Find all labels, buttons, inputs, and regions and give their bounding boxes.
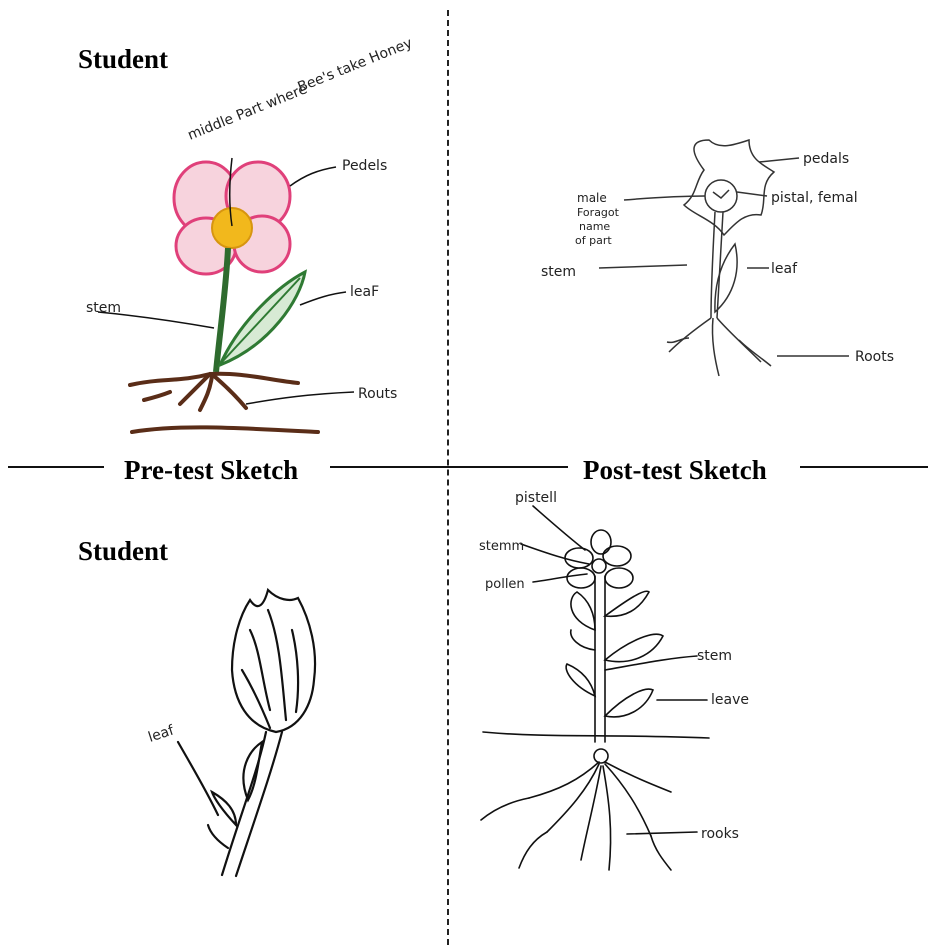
horizontal-rule-middle — [330, 466, 568, 468]
bud-outline — [232, 590, 315, 732]
plant-ground-line — [483, 732, 709, 738]
label-pollen: pollen — [485, 577, 525, 592]
plant-leaves — [566, 591, 663, 717]
label-middle-part-line2: Bee's take Honey — [296, 35, 415, 96]
pre-test-sketch-bottom: leaf — [0, 480, 447, 940]
label-roots: Roots — [855, 349, 894, 365]
bud-leaf — [243, 742, 262, 800]
label-pistil: pistal, femal — [771, 190, 858, 206]
label-petals: Pedels — [342, 158, 387, 174]
bud-stem — [222, 732, 282, 876]
label-stem: stem — [697, 648, 732, 664]
label-leave: leave — [711, 692, 749, 708]
flower-center-outline — [705, 180, 737, 212]
label-stem: stem — [86, 300, 121, 316]
plant-flower-outline — [565, 530, 633, 588]
label-leaf: leaf — [146, 722, 177, 746]
label-stem: stem — [541, 264, 576, 280]
label-stem-top: stemm — [479, 539, 524, 554]
label-male-line2: Foragot — [577, 206, 620, 219]
label-male-line4: of part — [575, 234, 612, 247]
label-roots: rooks — [701, 826, 739, 842]
label-male-line3: name — [579, 220, 610, 233]
plant-stem — [595, 576, 605, 742]
pre-test-sketch-top: middle Part where Bee's take Honey Pedel… — [0, 0, 447, 450]
label-leaf: leaf — [771, 261, 798, 277]
label-roots: Routs — [358, 386, 397, 402]
flower-center — [212, 208, 252, 248]
label-pistil: pistell — [515, 490, 557, 506]
label-middle-part-line1: middle Part where — [186, 81, 310, 144]
label-leaf: leaF — [350, 284, 379, 300]
horizontal-rule-right — [800, 466, 928, 468]
flower-petals-outline — [684, 140, 774, 235]
horizontal-rule-left — [8, 466, 104, 468]
plant-roots — [481, 762, 671, 870]
post-test-sketch-bottom: pistell stemm pollen stem leave rooks — [449, 480, 935, 940]
flower-roots-outline — [667, 318, 771, 376]
flower-roots — [130, 374, 318, 432]
post-test-sketch-top: pedals pistal, femal male Foragot name o… — [449, 0, 935, 450]
label-pedals: pedals — [803, 151, 849, 167]
label-male-line1: male — [577, 191, 607, 205]
